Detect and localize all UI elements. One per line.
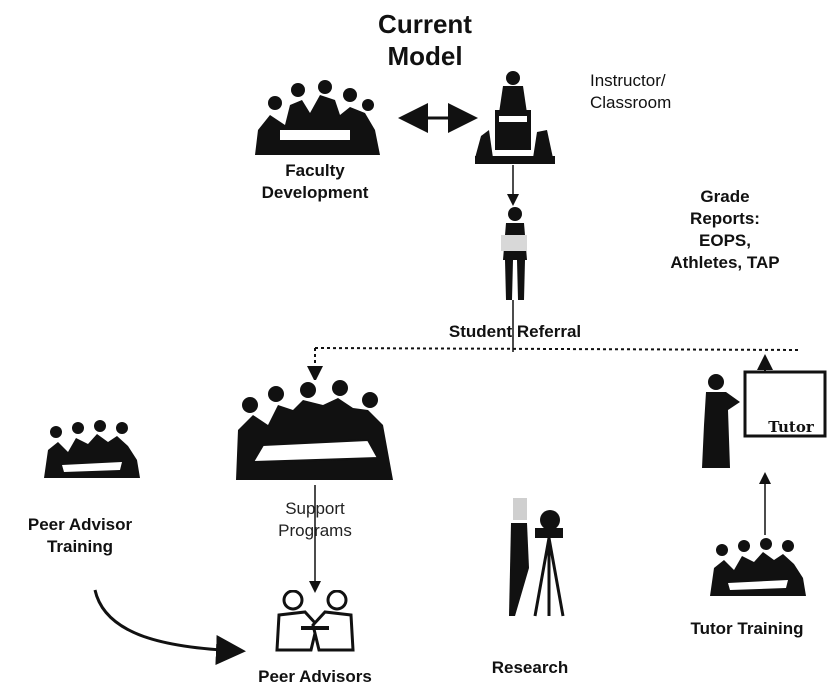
conference-table-icon <box>228 380 398 485</box>
grade-reports-line4: Athletes, TAP <box>670 253 780 272</box>
peer-advisors-label: Peer Advisors <box>258 667 372 686</box>
student-referral-label: Student Referral <box>448 322 582 341</box>
support-programs-line1: Support <box>285 499 345 518</box>
diagram-title: Current Model <box>350 8 500 72</box>
tutor-board-text: Tutor <box>768 418 814 436</box>
peer-training-curve-arrow <box>93 589 246 666</box>
small-group-icon <box>710 538 806 596</box>
faculty-label: Faculty Development <box>245 160 385 204</box>
lecturer-at-podium-icon <box>475 71 555 164</box>
researcher-with-microscope-icon <box>509 498 565 617</box>
support-programs-line2: Programs <box>278 521 352 540</box>
instructor-label-line2: Classroom <box>590 93 672 112</box>
faculty-label-line1: Faculty <box>285 161 345 180</box>
tutor-at-whiteboard-icon <box>702 370 827 468</box>
peer-advisor-training-line1: Peer Advisor <box>27 515 133 534</box>
referral-dotted-line <box>314 347 801 351</box>
title-line2: Model <box>387 41 463 71</box>
two-people-handshake-icon <box>275 590 355 652</box>
peer-advisor-training-label: Peer Advisor Training <box>5 514 155 558</box>
faculty-label-line2: Development <box>261 183 369 202</box>
research-label: Research <box>491 658 569 677</box>
tutor-training-label: Tutor Training <box>690 619 804 638</box>
standing-student-icon <box>501 207 527 300</box>
grade-reports-label: Grade Reports: EOPS, Athletes, TAP <box>650 186 800 274</box>
grade-reports-line2: Reports: <box>690 209 760 228</box>
instructor-label: Instructor/ Classroom <box>590 70 710 114</box>
peer-advisor-training-line2: Training <box>46 537 114 556</box>
grade-reports-line3: EOPS, <box>699 231 751 250</box>
meeting-group-icon <box>255 80 380 155</box>
title-line1: Current <box>378 9 472 39</box>
instructor-label-line1: Instructor/ <box>590 71 666 90</box>
grade-reports-line1: Grade <box>700 187 750 206</box>
support-programs-label: Support Programs <box>250 498 380 542</box>
small-group-icon <box>44 420 140 478</box>
